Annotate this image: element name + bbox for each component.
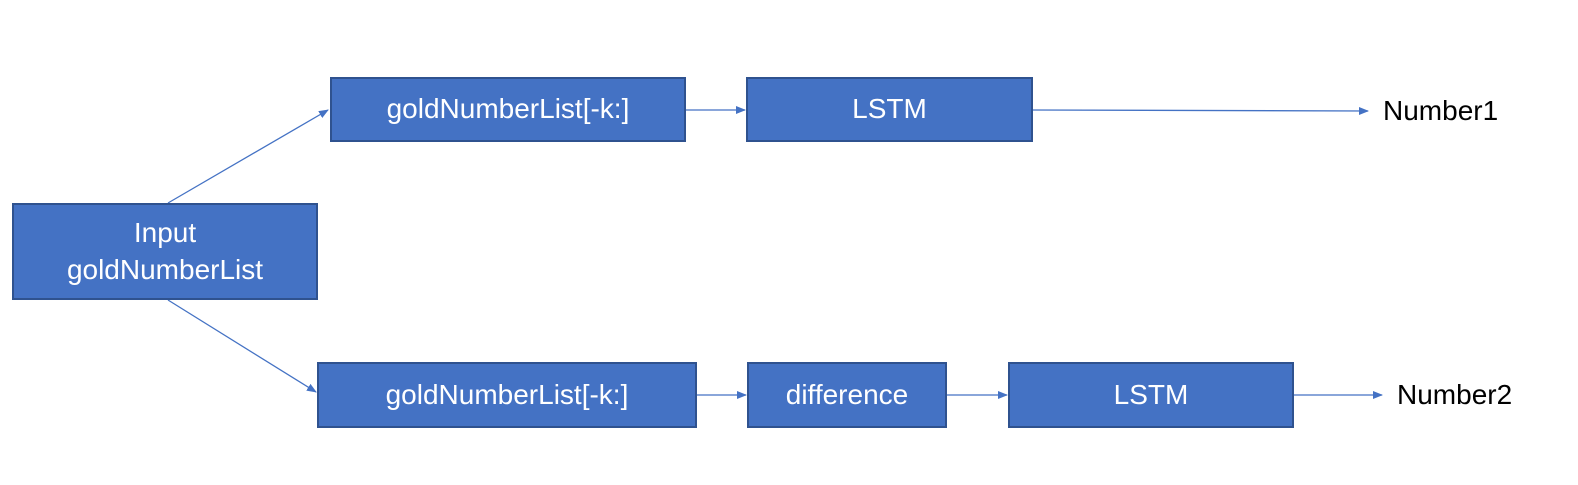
edge-input-to-top-slice [167, 109, 329, 204]
number2-output-label: Number2 [1397, 379, 1513, 410]
number1-output-label: Number1 [1383, 95, 1499, 126]
input-node: Input goldNumberList [12, 203, 318, 300]
bottom-slice-label: goldNumberList[-k:] [385, 378, 629, 410]
difference-label: difference [785, 378, 909, 410]
top-lstm-label: LSTM [852, 93, 927, 125]
top-slice-label: goldNumberList[-k:] [386, 93, 630, 125]
bottom-lstm-label: LSTM [1113, 378, 1189, 410]
input-node-line2: goldNumberList [66, 253, 264, 285]
bottom-slice-node: goldNumberList[-k:] [317, 362, 697, 428]
edge-top-lstm-to-number1 [1031, 106, 1369, 115]
difference-node: difference [747, 362, 947, 428]
bottom-lstm-node: LSTM [1008, 362, 1294, 428]
top-lstm-node: LSTM [746, 77, 1033, 142]
input-node-line1: Input [133, 217, 197, 249]
top-slice-node: goldNumberList[-k:] [330, 77, 686, 142]
edge-input-to-bottom-slice [167, 299, 317, 393]
